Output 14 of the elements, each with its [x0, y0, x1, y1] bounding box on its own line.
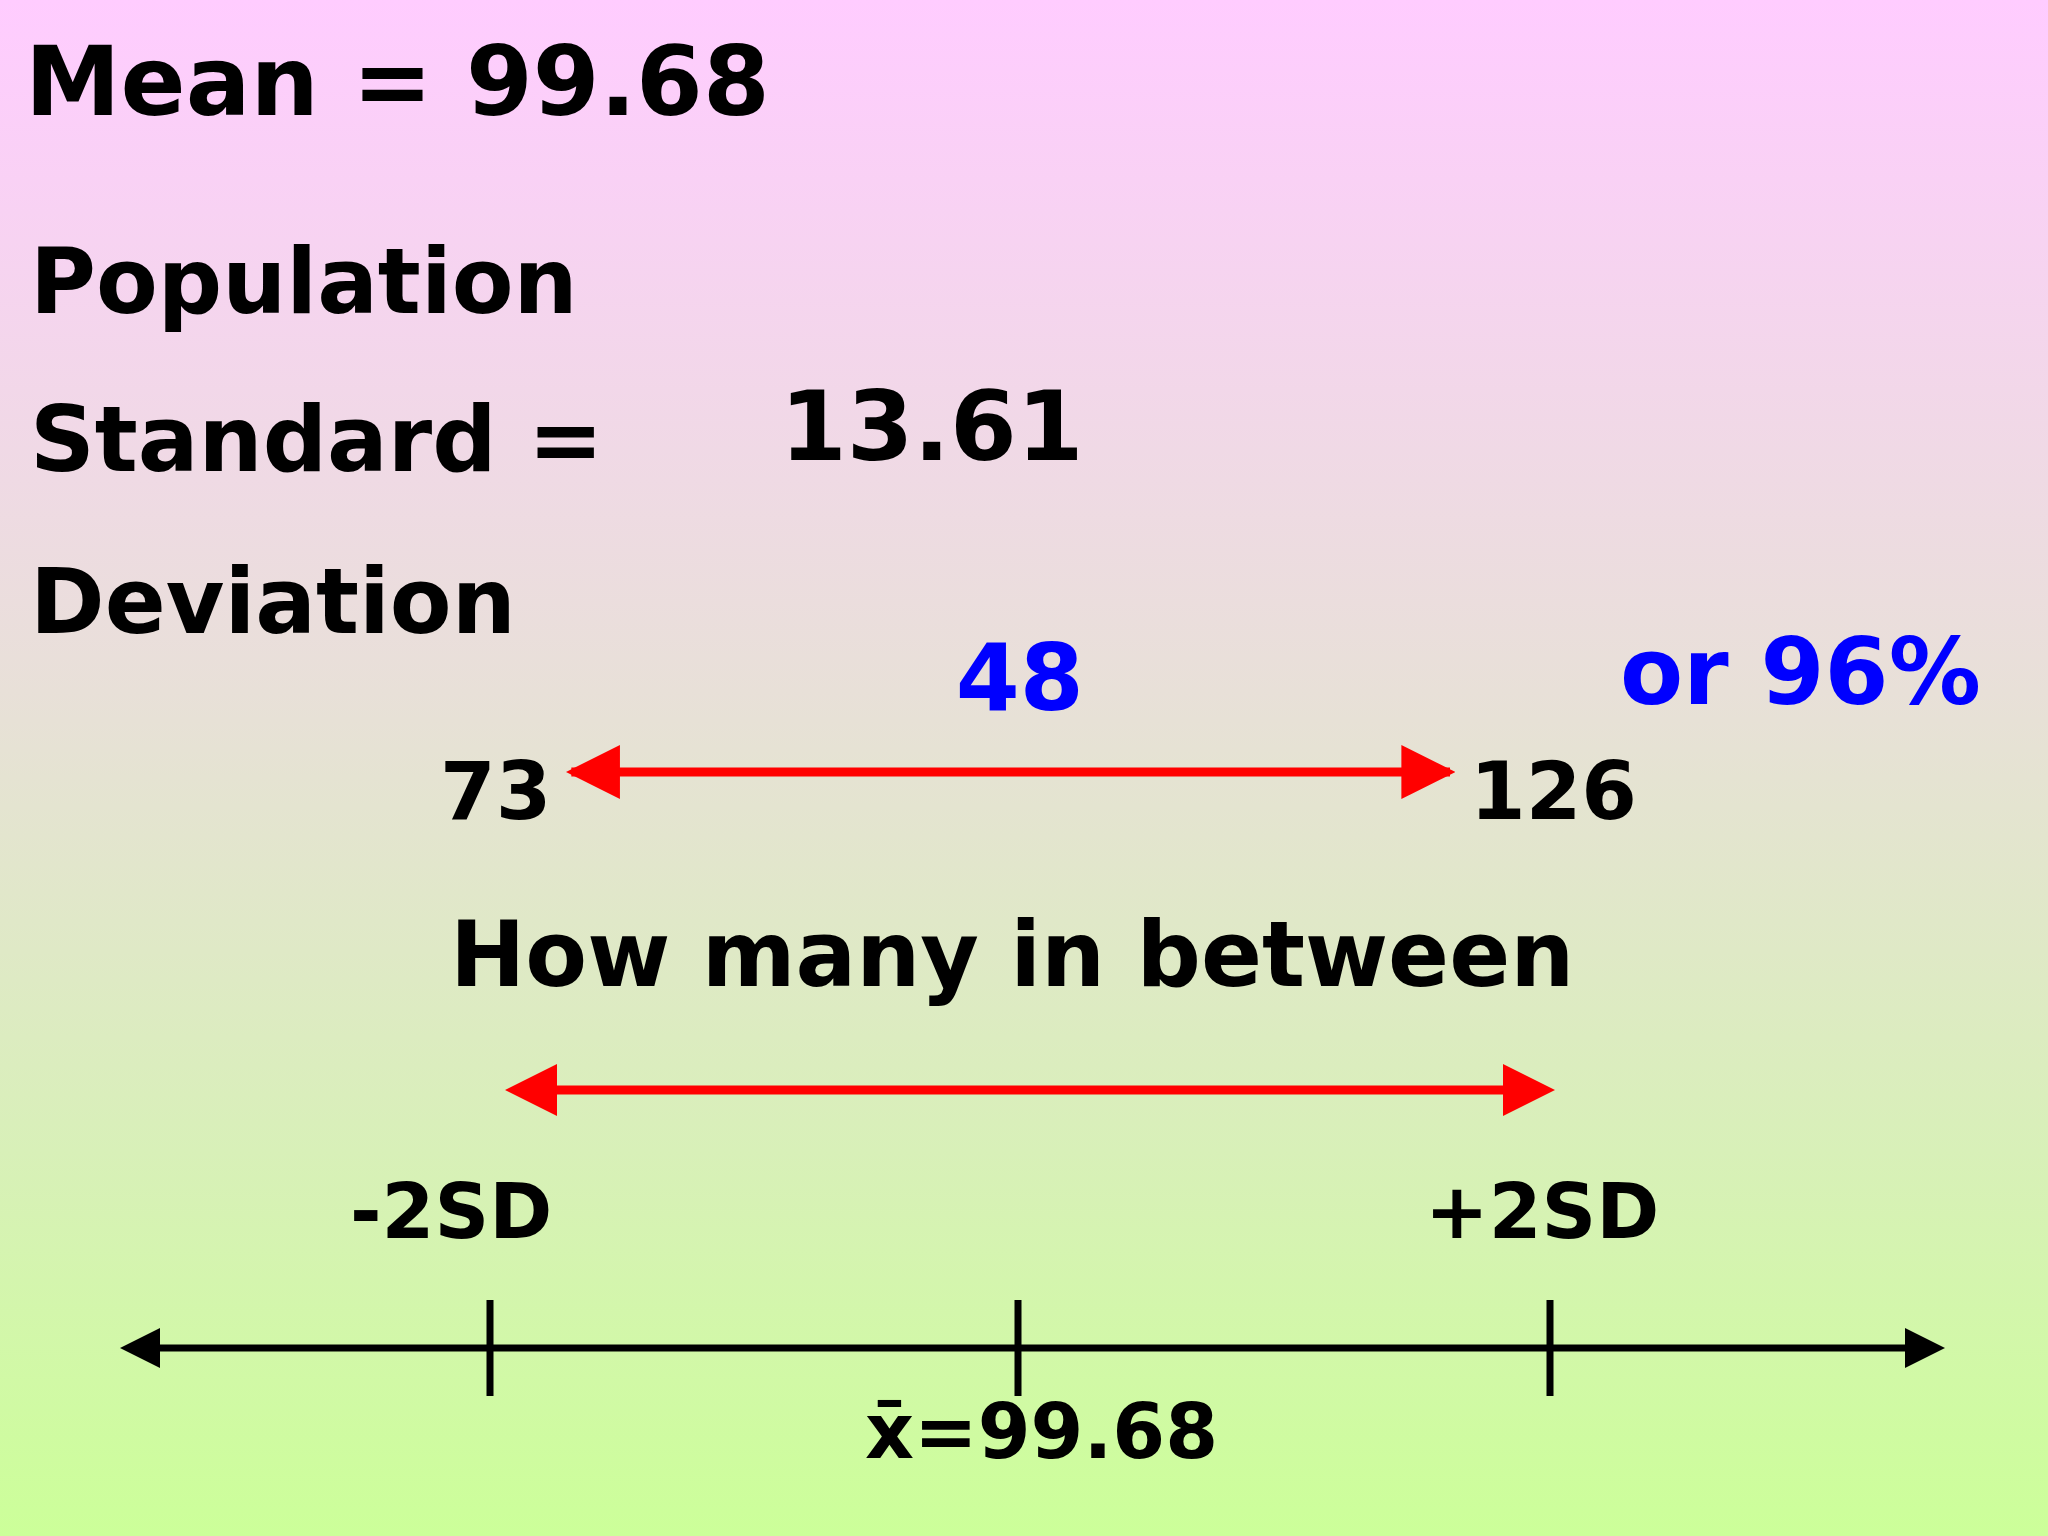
question-text: How many in between	[450, 905, 1575, 1004]
percent-text: or 96%	[1620, 622, 1981, 724]
population-text: Population	[30, 232, 578, 331]
deviation-text: Deviation	[30, 552, 516, 651]
mean-text: Mean = 99.68	[25, 30, 770, 136]
sd-value: 13.61	[780, 375, 1084, 481]
tick-label: -2SD	[350, 1170, 553, 1254]
tick-label: +2SD	[1425, 1170, 1660, 1254]
edge-label: 48	[955, 628, 1084, 730]
value-text: 73	[440, 748, 552, 836]
standard-text: Standard =	[30, 390, 604, 489]
mean-label: x̄=99.68	[865, 1390, 1219, 1474]
double-arrow	[565, 745, 1456, 799]
value-text: 126	[1470, 748, 1637, 836]
